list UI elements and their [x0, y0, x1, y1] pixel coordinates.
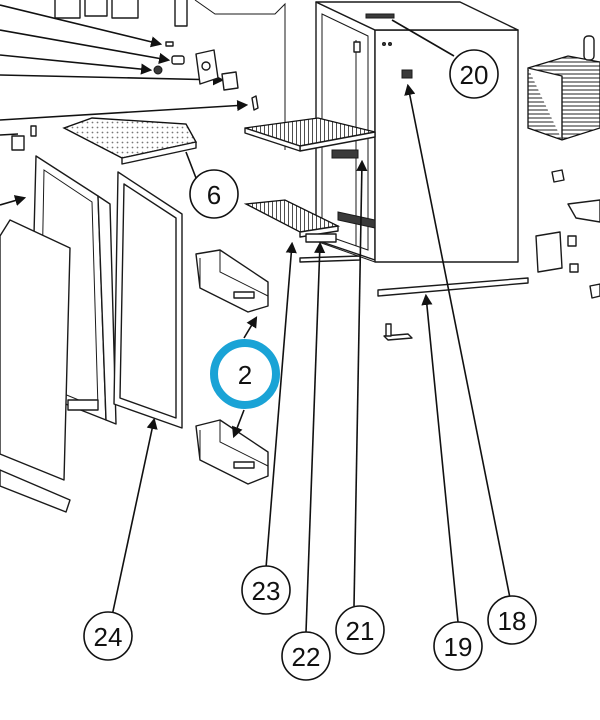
- leader-19: [421, 293, 459, 623]
- callout-23[interactable]: 23: [241, 565, 291, 615]
- callout-21-label: 21: [346, 616, 375, 646]
- callout-6-label: 6: [207, 180, 221, 210]
- callout-18[interactable]: 18: [487, 595, 537, 645]
- callout-24[interactable]: 24: [83, 611, 133, 661]
- door-gasket: [113, 171, 183, 429]
- callout-6[interactable]: 6: [189, 169, 239, 219]
- callout-20[interactable]: 20: [449, 49, 499, 99]
- shelf-upper: [244, 117, 376, 159]
- leader-23: [265, 241, 297, 569]
- leader-24: [111, 417, 158, 617]
- callout-19[interactable]: 19: [433, 621, 483, 671]
- callout-2-arrow-up: [243, 316, 258, 339]
- callout-22-label: 22: [292, 642, 321, 672]
- top-hinge-bracket: [365, 13, 395, 19]
- callout-leaders: [111, 19, 511, 633]
- leader-20: [391, 19, 455, 57]
- leader-21: [353, 159, 368, 607]
- cooling-unit: [527, 35, 600, 299]
- callout-21[interactable]: 21: [335, 605, 385, 655]
- shelf-lower: [243, 199, 376, 243]
- callout-24-label: 24: [94, 622, 123, 652]
- callout-20-label: 20: [460, 60, 489, 90]
- callout-22[interactable]: 22: [281, 631, 331, 681]
- leader-6: [185, 151, 197, 179]
- wire-shelf: [62, 117, 198, 165]
- callout-23-label: 23: [252, 576, 281, 606]
- bottom-front-rail: [299, 255, 529, 297]
- callout-2-label: 2: [238, 360, 252, 390]
- leader-22: [305, 241, 326, 633]
- leader-18: [404, 83, 511, 599]
- callout-2-arrow-down: [231, 409, 245, 439]
- component-leader-arrows: [0, 4, 249, 301]
- small-bracket: [383, 323, 413, 341]
- callout-18-label: 18: [498, 606, 527, 636]
- callout-19-label: 19: [444, 632, 473, 662]
- door-bin-upper: [195, 249, 269, 313]
- callout-2[interactable]: 2: [210, 339, 280, 409]
- small-components: [11, 41, 259, 151]
- door-bin-lower: [195, 419, 269, 485]
- thermostat-component: [195, 49, 239, 91]
- door-assembly: [0, 155, 117, 513]
